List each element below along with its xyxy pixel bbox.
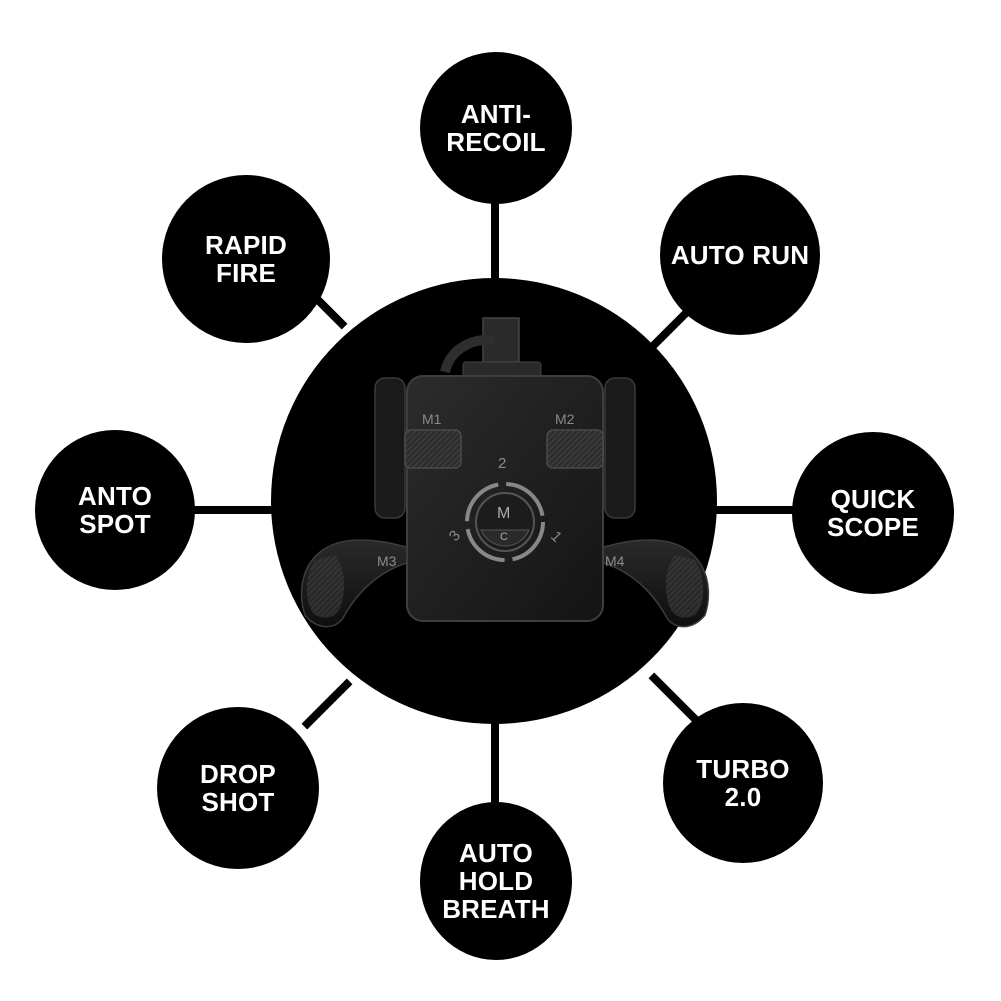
feature-node-auto-run[interactable]: AUTO RUN (660, 175, 820, 335)
connector-anto-spot (190, 506, 280, 514)
feature-label-turbo: TURBO 2.0 (696, 754, 790, 812)
dial-label-m: M (497, 505, 510, 522)
cable (440, 334, 496, 374)
connector-anti-recoil (491, 190, 499, 290)
connector-drop-shot (301, 678, 353, 730)
feature-label-auto-run: AUTO RUN (670, 240, 810, 270)
connector-quick-scope (712, 506, 802, 514)
feature-label-rapid-fire: RAPID FIRE (205, 230, 287, 288)
label-m4: M4 (605, 553, 625, 569)
mode-label-2: 2 (498, 455, 506, 472)
side-wing-right (604, 377, 636, 519)
feature-node-anto-spot[interactable]: ANTO SPOT (35, 430, 195, 590)
feature-label-anti-recoil: ANTI- RECOIL (446, 99, 546, 157)
feature-label-drop-shot: DROP SHOT (200, 759, 276, 817)
label-m1: M1 (422, 411, 442, 427)
feature-node-quick-scope[interactable]: QUICK SCOPE (792, 432, 954, 594)
feature-node-turbo[interactable]: TURBO 2.0 (663, 703, 823, 863)
label-m3: M3 (377, 553, 397, 569)
feature-node-anti-recoil[interactable]: ANTI- RECOIL (420, 52, 572, 204)
connector-turbo (648, 672, 700, 724)
mode-dial-lower (480, 529, 530, 547)
feature-node-drop-shot[interactable]: DROP SHOT (157, 707, 319, 869)
button-m1[interactable] (404, 429, 462, 469)
feature-label-anto-spot: ANTO SPOT (78, 481, 152, 539)
paddle-m4-grip (665, 555, 704, 618)
back-button-attachment-device: M1 M2 M3 M4 M C 2 3 1 (300, 317, 710, 628)
side-wing-left (374, 377, 406, 519)
feature-node-auto-hold-breath[interactable]: AUTO HOLD BREATH (420, 802, 572, 960)
dial-label-c: C (500, 531, 508, 543)
feature-label-auto-hold-breath: AUTO HOLD BREATH (442, 838, 550, 924)
paddle-m3-grip (306, 555, 345, 618)
label-m2: M2 (555, 411, 575, 427)
feature-label-quick-scope: QUICK SCOPE (826, 484, 920, 542)
feature-node-rapid-fire[interactable]: RAPID FIRE (162, 175, 330, 343)
button-m2[interactable] (546, 429, 604, 469)
connector-auto-hold-breath (491, 715, 499, 820)
mode-dial-ring (465, 482, 545, 562)
